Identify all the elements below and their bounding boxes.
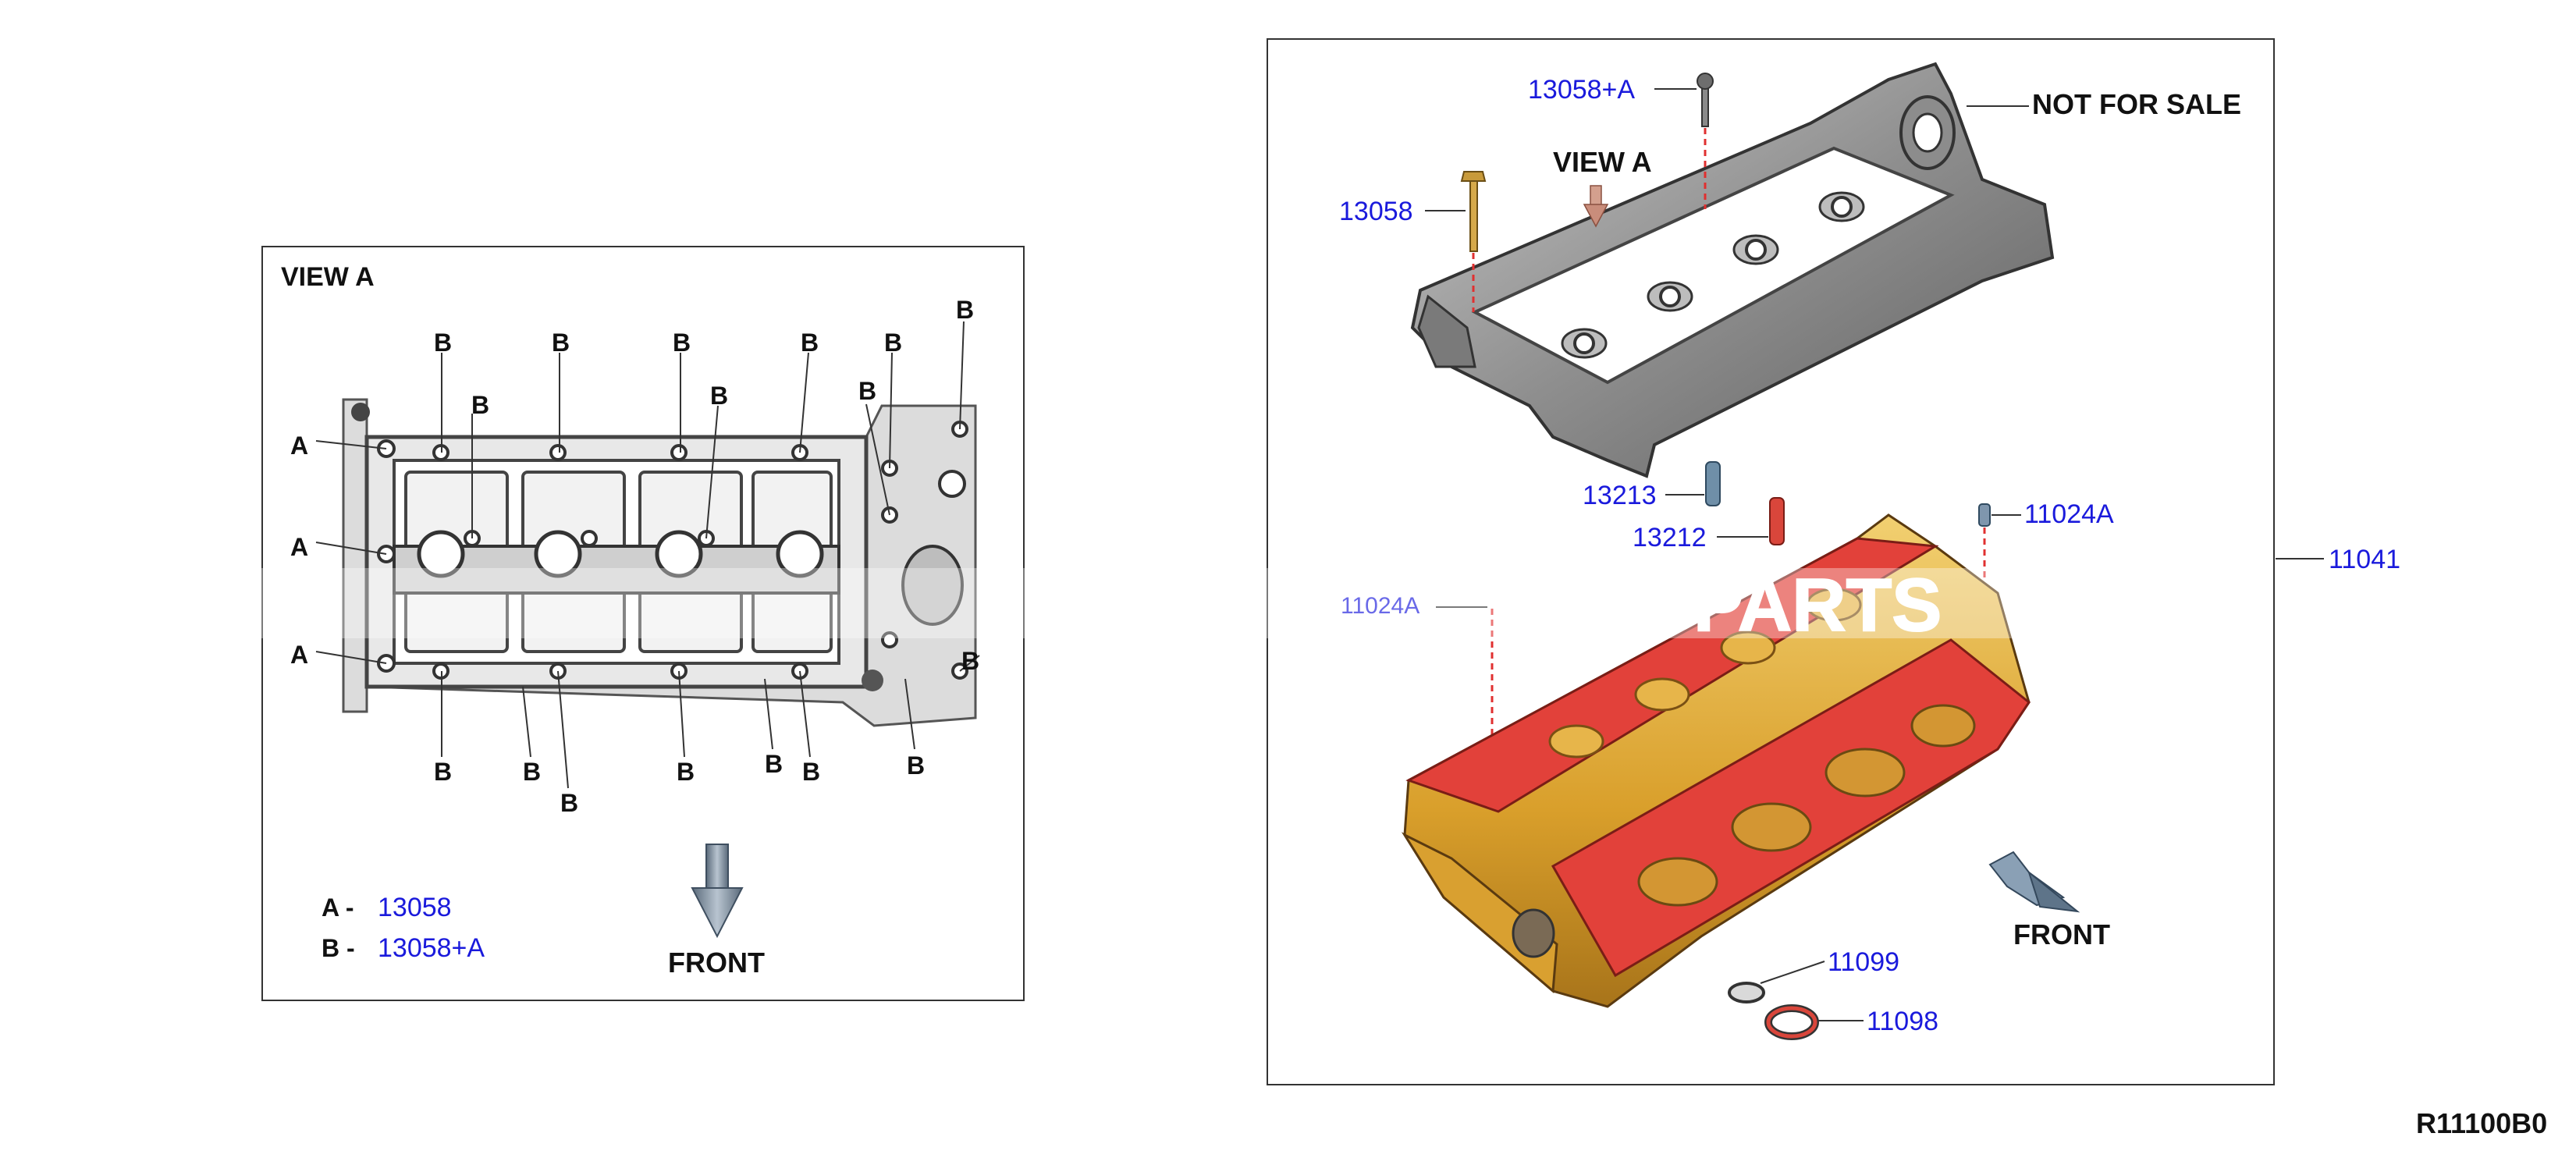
front-arrow-icon <box>691 844 744 939</box>
dowel-13213-icon <box>1705 461 1721 506</box>
diagram-code: R11100B0 <box>2416 1107 2547 1139</box>
marker-b: B <box>434 329 452 357</box>
b-leaders <box>315 321 980 789</box>
exploded-view-panel: VIEW A NOT FOR SALE <box>1267 38 2400 1085</box>
b-markers: B B B B B B B B B B B B B B B B B <box>434 296 979 817</box>
marker-b: B <box>956 296 974 324</box>
marker-b: B <box>802 758 820 786</box>
main-front-label: FRONT <box>2013 918 2110 950</box>
legend-a-part: 13058 <box>378 893 452 922</box>
part-label-13058a: 13058+A <box>1528 75 1635 105</box>
exploded-view-frame <box>1267 38 2275 1085</box>
watermark-text: PARTS <box>1693 563 1942 647</box>
watermark: PARTS <box>258 563 2255 648</box>
marker-b: B <box>884 329 902 357</box>
view-a-title: VIEW A <box>281 262 375 292</box>
cam-carrier <box>1410 62 2055 478</box>
marker-b: B <box>673 329 691 357</box>
view-a-frame <box>261 246 1025 1001</box>
part-label-11024a-left: 11024A <box>1341 593 1419 619</box>
legend-b-key: B - <box>322 934 355 962</box>
marker-a-2: A <box>290 533 308 561</box>
main-front-arrow-icon <box>1988 851 2080 913</box>
main-view-a-label: VIEW A <box>1553 146 1652 178</box>
pin-11024a-icon <box>1978 503 1991 527</box>
legend-b-part: 13058+A <box>378 933 485 963</box>
part-label-11099: 11099 <box>1828 947 1899 977</box>
plug-11099-icon <box>1728 982 1765 1003</box>
cam-carrier-top-view <box>342 398 977 727</box>
marker-b: B <box>858 377 876 405</box>
marker-b: B <box>677 758 695 786</box>
part-label-13058: 13058 <box>1339 197 1413 226</box>
view-a-front-label: FRONT <box>668 947 765 979</box>
marker-b: B <box>552 329 570 357</box>
seal-11098-icon <box>1764 1004 1819 1040</box>
not-for-sale-label: NOT FOR SALE <box>2032 88 2241 120</box>
part-label-11098: 11098 <box>1867 1007 1938 1036</box>
part-label-11041: 11041 <box>2329 545 2400 574</box>
bolt-13058a-icon <box>1697 73 1714 127</box>
marker-b: B <box>765 750 783 778</box>
view-a-arrow-icon <box>1583 185 1609 228</box>
part-label-13212: 13212 <box>1633 523 1707 552</box>
marker-b: B <box>523 758 541 786</box>
view-a-panel: VIEW A <box>261 246 1025 1001</box>
marker-b: B <box>434 758 452 786</box>
dowel-13212-icon <box>1769 497 1785 545</box>
part-label-13213: 13213 <box>1583 481 1657 510</box>
cylinder-head <box>1401 513 2031 1008</box>
marker-a-1: A <box>290 432 308 460</box>
part-label-11024a: 11024A <box>2024 499 2114 529</box>
legend-a-key: A - <box>322 893 354 922</box>
marker-b: B <box>907 751 925 780</box>
bolt-13058-icon <box>1460 171 1487 252</box>
marker-b: B <box>560 789 578 817</box>
marker-b: B <box>801 329 819 357</box>
marker-b: B <box>710 382 728 410</box>
marker-b: B <box>961 647 979 675</box>
marker-b: B <box>471 391 489 419</box>
marker-a-3: A <box>290 641 308 669</box>
